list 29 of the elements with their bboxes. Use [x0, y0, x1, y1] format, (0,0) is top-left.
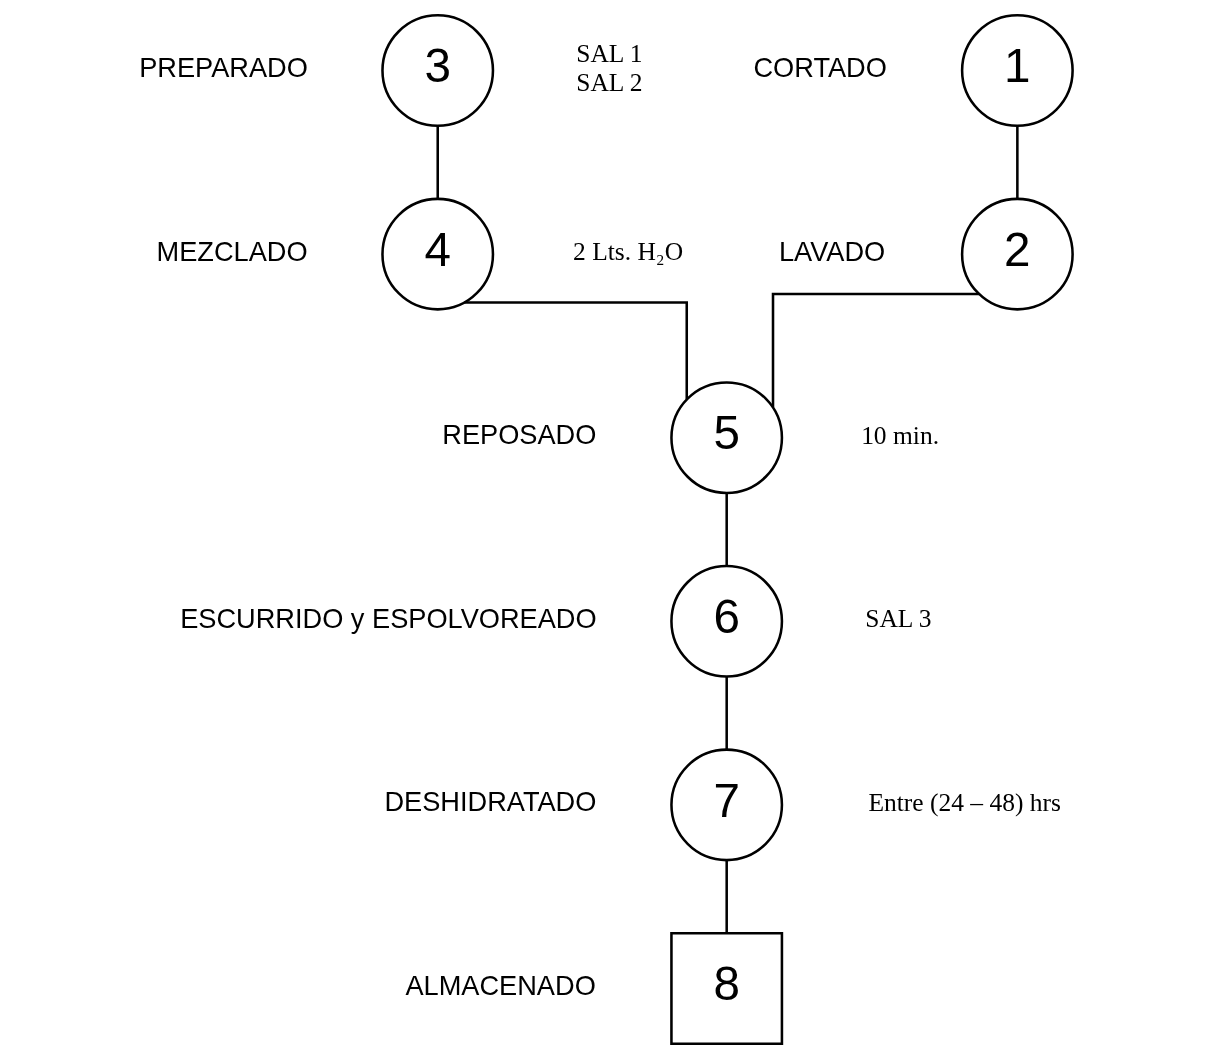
node-circle: 3	[381, 14, 495, 128]
node-label: ALMACENADO	[405, 969, 596, 1001]
connector	[725, 676, 728, 750]
connector	[725, 860, 728, 934]
node-label: 10 min.	[861, 420, 940, 450]
node-circle: 5	[670, 381, 784, 495]
node-label: Entre (24 – 48) hrs	[868, 787, 1061, 817]
node-circle: 6	[670, 564, 784, 678]
node-label: 2 Lts. H₂O	[573, 237, 684, 267]
node-label: CORTADO	[753, 52, 887, 84]
node-label: PREPARADO	[139, 52, 308, 84]
connector	[1016, 126, 1019, 199]
node-circle: 1	[960, 14, 1074, 128]
node-label: SAL 2	[576, 67, 643, 97]
connector	[436, 126, 439, 199]
node-box: 8	[670, 931, 784, 1045]
node-label: DESHIDRATADO	[384, 786, 597, 818]
node-circle: 7	[670, 748, 784, 862]
node-circle: 4	[381, 197, 495, 311]
node-label: LAVADO	[778, 235, 886, 267]
connector	[725, 493, 728, 566]
node-label: ESCURRIDO y ESPOLVOREADO	[180, 602, 597, 634]
connector	[771, 292, 980, 408]
node-label: SAL 1	[576, 39, 643, 69]
connector	[464, 301, 688, 400]
node-label: REPOSADO	[442, 419, 597, 451]
node-circle: 2	[960, 197, 1074, 311]
node-label: MEZCLADO	[156, 235, 308, 267]
node-label: SAL 3	[865, 604, 932, 634]
